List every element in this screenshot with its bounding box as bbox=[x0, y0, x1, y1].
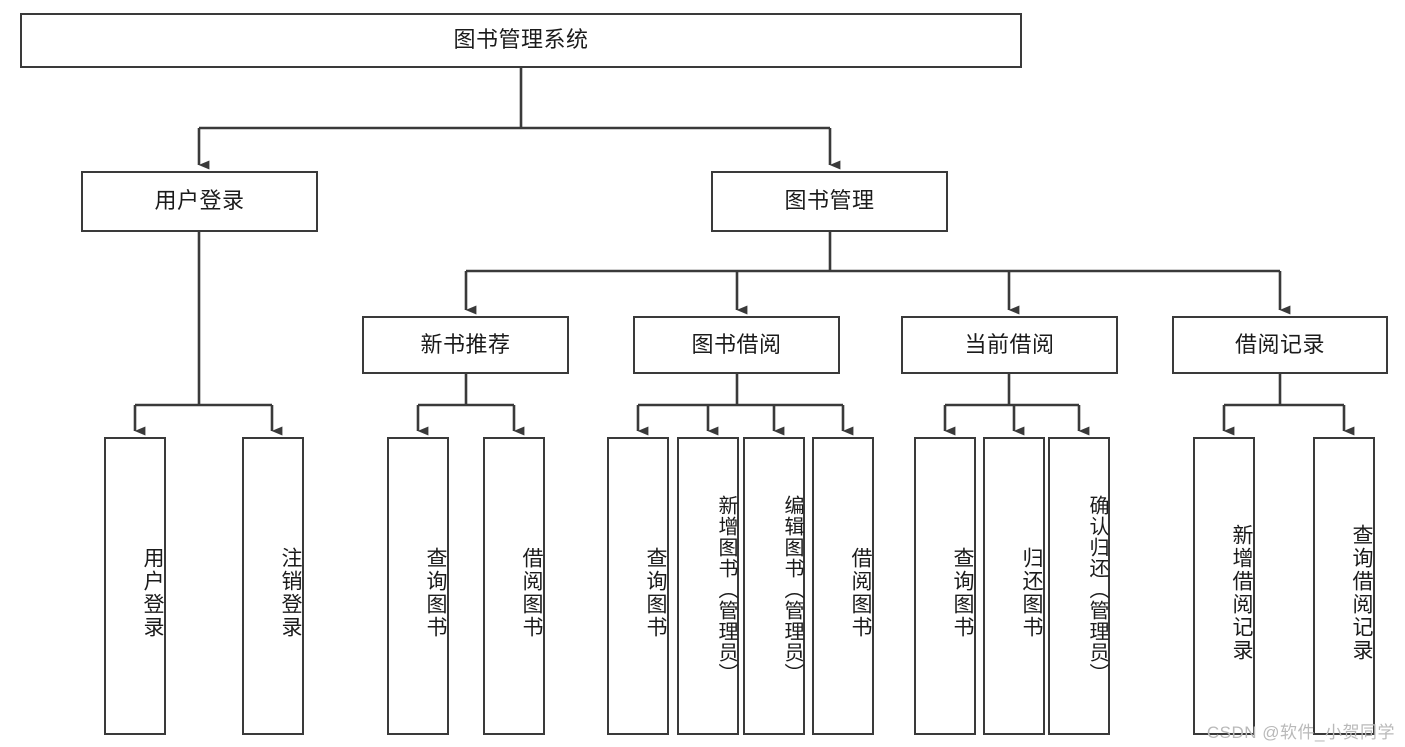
leaf-add-book-label: 新增图书（管理员） bbox=[715, 494, 737, 684]
leaf-query-book-2[interactable]: 查询图书 bbox=[607, 437, 669, 735]
node-book-borrow-label: 图书借阅 bbox=[691, 331, 782, 357]
node-borrow-record[interactable]: 借阅记录 bbox=[1172, 316, 1388, 374]
leaf-add-book[interactable]: 新增图书（管理员） bbox=[677, 437, 739, 735]
leaf-query-record-label: 查询借阅记录 bbox=[1350, 524, 1373, 662]
leaf-query-book-1[interactable]: 查询图书 bbox=[387, 437, 449, 735]
node-user-login-label: 用户登录 bbox=[154, 188, 245, 214]
leaf-user-login-label: 用户登录 bbox=[141, 547, 164, 639]
node-borrow-record-label: 借阅记录 bbox=[1234, 331, 1325, 357]
leaf-edit-book-label: 编辑图书（管理员） bbox=[781, 494, 803, 684]
leaf-user-login[interactable]: 用户登录 bbox=[104, 437, 166, 735]
node-user-login[interactable]: 用户登录 bbox=[81, 171, 318, 232]
node-current-borrow-label: 当前借阅 bbox=[964, 331, 1055, 357]
leaf-return-book-label: 归还图书 bbox=[1020, 547, 1043, 639]
leaf-borrow-book-2[interactable]: 借阅图书 bbox=[812, 437, 874, 735]
watermark: CSDN @软件_小贺同学 bbox=[1206, 723, 1395, 742]
leaf-add-record[interactable]: 新增借阅记录 bbox=[1193, 437, 1255, 735]
leaf-confirm-return[interactable]: 确认归还（管理员） bbox=[1048, 437, 1110, 735]
leaf-logout-label: 注销登录 bbox=[279, 547, 302, 639]
node-root-label: 图书管理系统 bbox=[453, 27, 589, 53]
node-book-management[interactable]: 图书管理 bbox=[711, 171, 948, 232]
leaf-query-book-3-label: 查询图书 bbox=[951, 547, 974, 639]
leaf-return-book[interactable]: 归还图书 bbox=[983, 437, 1045, 735]
leaf-borrow-book-1-label: 借阅图书 bbox=[520, 547, 543, 639]
leaf-confirm-return-label: 确认归还（管理员） bbox=[1086, 494, 1108, 684]
leaf-query-book-3[interactable]: 查询图书 bbox=[914, 437, 976, 735]
leaf-logout[interactable]: 注销登录 bbox=[242, 437, 304, 735]
leaf-edit-book[interactable]: 编辑图书（管理员） bbox=[743, 437, 805, 735]
leaf-query-record[interactable]: 查询借阅记录 bbox=[1313, 437, 1375, 735]
leaf-query-book-2-label: 查询图书 bbox=[644, 547, 667, 639]
leaf-borrow-book-2-label: 借阅图书 bbox=[849, 547, 872, 639]
node-new-book-recommend[interactable]: 新书推荐 bbox=[362, 316, 569, 374]
leaf-query-book-1-label: 查询图书 bbox=[424, 547, 447, 639]
node-root[interactable]: 图书管理系统 bbox=[20, 13, 1022, 68]
node-book-borrow[interactable]: 图书借阅 bbox=[633, 316, 840, 374]
node-book-management-label: 图书管理 bbox=[784, 188, 875, 214]
leaf-add-record-label: 新增借阅记录 bbox=[1230, 524, 1253, 662]
node-new-book-recommend-label: 新书推荐 bbox=[420, 331, 511, 357]
node-current-borrow[interactable]: 当前借阅 bbox=[901, 316, 1118, 374]
leaf-borrow-book-1[interactable]: 借阅图书 bbox=[483, 437, 545, 735]
